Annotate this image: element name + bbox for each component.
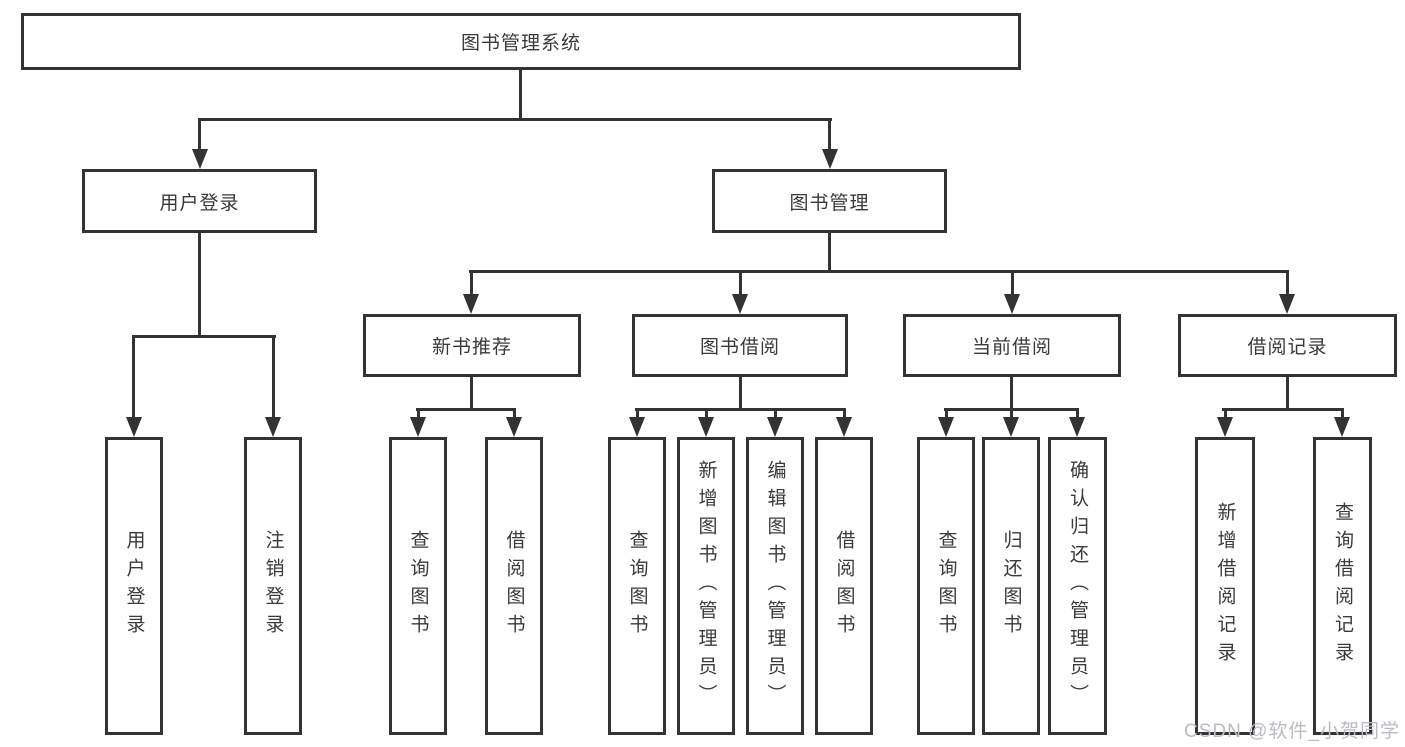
node-label: 借阅记录 <box>1247 337 1328 358</box>
leaf-label: 借阅图书 <box>503 530 525 642</box>
connector-line <box>945 408 948 420</box>
leaf-label: 查询借阅记录 <box>1332 502 1353 670</box>
connector-line <box>1286 377 1289 408</box>
connector-line <box>198 118 832 121</box>
leaf-add-borrow-record: 新增借阅记录 <box>1195 437 1255 735</box>
connector-line <box>1222 408 1344 411</box>
leaf-user-login: 用户登录 <box>105 437 163 735</box>
leaf-label: 归还图书 <box>1000 530 1022 642</box>
leaf-label: 新增借阅记录 <box>1214 502 1236 670</box>
leaf-edit-book-admin: 编辑图书（管理员） <box>746 437 804 735</box>
connector-line <box>636 408 639 420</box>
arrow-down-icon <box>1004 294 1020 314</box>
leaf-logout: 注销登录 <box>244 437 302 735</box>
leaf-confirm-return-admin: 确认归还（管理员） <box>1048 437 1107 735</box>
arrow-down-icon <box>265 417 281 437</box>
node-user-login: 用户登录 <box>82 169 317 233</box>
arrow-down-icon <box>1069 417 1085 437</box>
node-book-management: 图书管理 <box>712 169 947 233</box>
connector-line <box>198 233 201 335</box>
connector-line <box>1076 408 1079 420</box>
connector-line <box>470 377 473 408</box>
connector-line <box>519 70 522 118</box>
node-label: 图书借阅 <box>699 337 780 358</box>
node-book-borrow: 图书借阅 <box>632 314 848 377</box>
leaf-label: 查询图书 <box>407 530 429 642</box>
arrow-down-icon <box>126 417 142 437</box>
node-borrow-records: 借阅记录 <box>1178 314 1397 377</box>
arrow-down-icon <box>1217 417 1233 437</box>
connector-line <box>1010 377 1013 408</box>
arrow-down-icon <box>732 294 748 314</box>
leaf-label: 确认归还（管理员） <box>1067 460 1088 712</box>
arrow-down-icon <box>1279 294 1295 314</box>
arrow-down-icon <box>836 417 852 437</box>
arrow-down-icon <box>410 417 426 437</box>
leaf-label: 新增图书（管理员） <box>695 460 717 712</box>
arrow-down-icon <box>698 417 714 437</box>
connector-line <box>513 408 516 420</box>
connector-line <box>843 408 846 420</box>
node-library-system: 图书管理系统 <box>21 13 1021 70</box>
connector-line <box>198 118 201 155</box>
connector-line <box>1224 408 1227 420</box>
leaf-borrow-books-recommend: 借阅图书 <box>485 437 543 735</box>
leaf-label: 用户登录 <box>123 530 145 642</box>
connector-line <box>417 408 420 420</box>
leaf-query-books-borrow: 查询图书 <box>608 437 666 735</box>
connector-line <box>132 335 276 338</box>
leaf-query-books-current: 查询图书 <box>917 437 975 735</box>
arrow-down-icon <box>463 294 479 314</box>
csdn-watermark: CSDN @软件_小贺同学 <box>1184 721 1400 742</box>
arrow-down-icon <box>822 149 838 169</box>
connector-line <box>635 408 846 411</box>
connector-line <box>272 335 275 420</box>
leaf-label: 查询图书 <box>935 530 957 642</box>
leaf-label: 注销登录 <box>262 530 284 642</box>
connector-line <box>828 118 831 155</box>
arrow-down-icon <box>767 417 783 437</box>
leaf-label: 查询图书 <box>626 530 648 642</box>
arrow-down-icon <box>506 417 522 437</box>
connector-line <box>774 408 777 420</box>
arrow-down-icon <box>938 417 954 437</box>
leaf-label: 借阅图书 <box>833 530 855 642</box>
node-label: 用户登录 <box>159 192 240 214</box>
connector-line <box>1011 270 1014 297</box>
node-new-book-recommend: 新书推荐 <box>363 314 581 377</box>
node-label: 图书管理系统 <box>460 33 581 54</box>
node-label: 图书管理 <box>789 192 870 214</box>
arrow-down-icon <box>1003 417 1019 437</box>
connector-line <box>739 377 742 408</box>
connector-line <box>828 233 831 270</box>
connector-line <box>132 335 135 420</box>
arrow-down-icon <box>629 417 645 437</box>
arrow-down-icon <box>192 149 208 169</box>
connector-line <box>1341 408 1344 420</box>
node-current-borrow: 当前借阅 <box>903 314 1121 377</box>
leaf-query-borrow-record: 查询借阅记录 <box>1313 437 1372 735</box>
node-label: 当前借阅 <box>971 337 1052 358</box>
leaf-return-books: 归还图书 <box>982 437 1040 735</box>
connector-line <box>469 270 1289 273</box>
leaf-label: 编辑图书（管理员） <box>764 460 786 712</box>
connector-line <box>1010 408 1013 420</box>
leaf-query-books-recommend: 查询图书 <box>389 437 447 735</box>
connector-line <box>705 408 708 420</box>
connector-line <box>470 270 473 297</box>
arrow-down-icon <box>1334 417 1350 437</box>
leaf-add-book-admin: 新增图书（管理员） <box>677 437 735 735</box>
leaf-borrow-books: 借阅图书 <box>815 437 873 735</box>
connector-line <box>1286 270 1289 297</box>
connector-line <box>416 408 516 411</box>
node-label: 新书推荐 <box>431 337 512 358</box>
connector-line <box>739 270 742 297</box>
